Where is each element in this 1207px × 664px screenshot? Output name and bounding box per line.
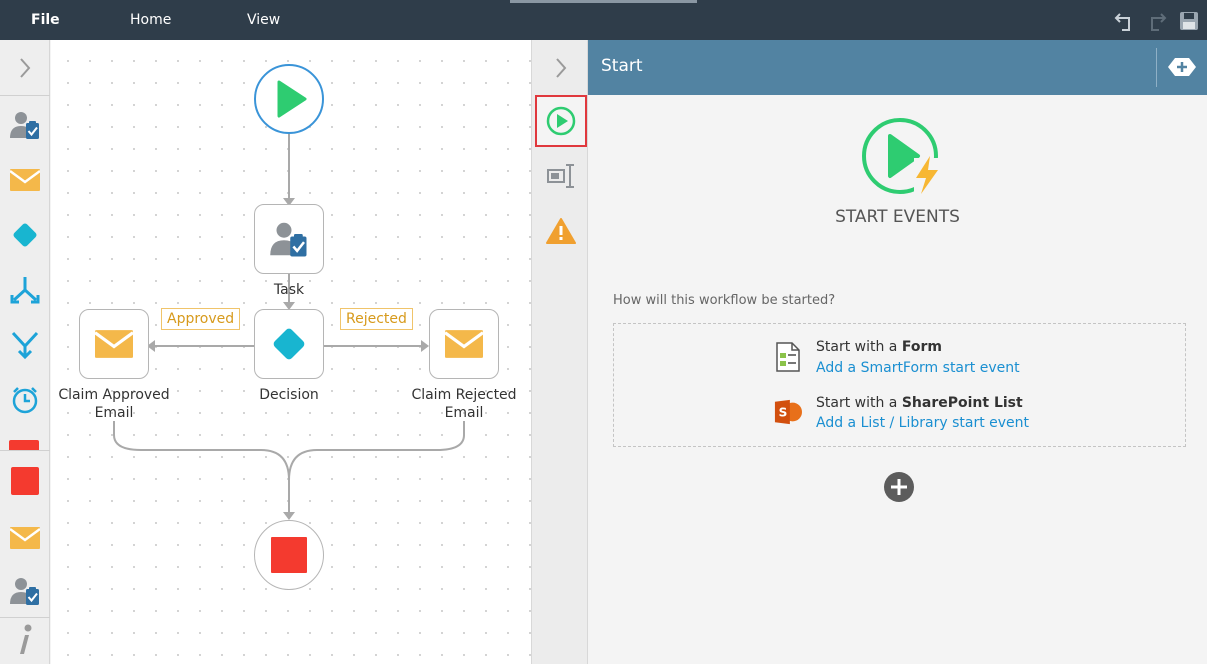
play-icon [277,80,307,118]
workflow-start-question: How will this workflow be started? [613,293,836,308]
add-smartform-start-event-link[interactable]: Add a SmartForm start event [816,360,1020,376]
workflow-connectors [113,133,465,520]
active-ribbon-indicator [510,0,697,3]
toolbox-user-task-recent[interactable] [0,571,50,611]
stop-icon [271,537,307,573]
claim-approved-email-node[interactable] [79,309,149,379]
start-event-icon [546,106,576,136]
toolbox-email-recent[interactable] [0,518,50,558]
claim-rejected-email-node[interactable] [429,309,499,379]
user-task-icon [270,222,307,257]
timer-icon [12,387,38,414]
toolbox-divider [0,95,50,96]
approved-outcome-tag[interactable]: Approved [161,308,241,330]
strip-expand-button[interactable] [535,42,587,94]
toolbox-timer[interactable] [0,380,50,420]
toolbox-info[interactable] [0,620,50,660]
start-node[interactable] [254,64,324,134]
toolbox-end[interactable] [0,461,50,501]
menu-home[interactable]: Home [130,12,172,28]
toolbox-split[interactable] [0,270,50,310]
toolbox-expand-button[interactable] [0,48,50,88]
menu-file[interactable]: File [31,12,60,28]
add-hexagon-icon [1168,58,1196,76]
toolbox-divider [0,617,50,618]
start-events-heading: START EVENTS [835,207,960,227]
info-icon [20,624,32,654]
add-start-event-button[interactable] [883,471,915,503]
toolbox-divider [0,450,50,451]
redo-icon[interactable] [1144,9,1168,33]
task-label: Task [273,282,305,298]
start-options-box: Start with a Form Add a SmartForm start … [613,323,1186,447]
toolbox-end-partial [9,440,39,450]
toolbox-email[interactable] [0,160,50,200]
merge-icon [11,331,39,360]
decision-node[interactable] [254,309,324,379]
properties-tab[interactable] [535,150,587,202]
claim-rejected-email-label: Claim Rejected Email [411,387,517,421]
svg-text:S: S [779,406,788,420]
sharepoint-icon: S [774,395,802,429]
task-node[interactable] [254,204,324,274]
toolbox-merge[interactable] [0,325,50,365]
add-list-library-start-event-link[interactable]: Add a List / Library start event [816,415,1030,431]
panel-title: Start [601,56,643,76]
decision-icon [273,328,305,360]
email-icon [445,330,483,358]
email-icon [10,169,40,191]
end-icon [11,467,39,495]
end-node[interactable] [254,520,324,590]
email-icon [95,330,133,358]
menu-view[interactable]: View [247,12,281,28]
toolbox-sidebar [0,40,50,664]
add-button[interactable] [1166,54,1198,80]
email-icon [10,527,40,549]
property-tabs-strip [531,40,588,664]
save-icon[interactable] [1177,9,1201,33]
decision-label: Decision [259,387,319,403]
start-event-tab[interactable] [535,95,587,147]
chevron-right-icon [20,58,31,78]
top-menu-bar: File Home View [0,0,1207,40]
toolbox-user-task[interactable] [0,105,50,145]
undo-icon[interactable] [1113,9,1137,33]
decision-icon [13,223,37,247]
properties-icon [547,164,574,188]
sharepoint-option-title: Start with a SharePoint List [816,395,1023,411]
split-icon [10,277,40,304]
panel-header: Start [588,40,1207,95]
warning-icon [546,218,576,244]
start-events-icon [858,114,942,198]
chevron-right-icon [556,58,567,78]
claim-approved-email-label: Claim Approved Email [58,387,170,421]
start-properties-panel: Start START EVENTS How will this workflo… [588,40,1207,664]
header-divider [1156,48,1157,87]
user-task-icon [10,578,39,605]
workflow-canvas[interactable]: Task Decision Claim Approved Email Claim… [51,40,531,664]
rejected-outcome-tag[interactable]: Rejected [340,308,413,330]
user-task-icon [10,112,39,139]
toolbox-decision[interactable] [0,215,50,255]
plus-circle-icon [884,472,914,502]
warnings-tab[interactable] [535,205,587,257]
form-option-title: Start with a Form [816,339,942,355]
smartform-icon [774,340,802,374]
